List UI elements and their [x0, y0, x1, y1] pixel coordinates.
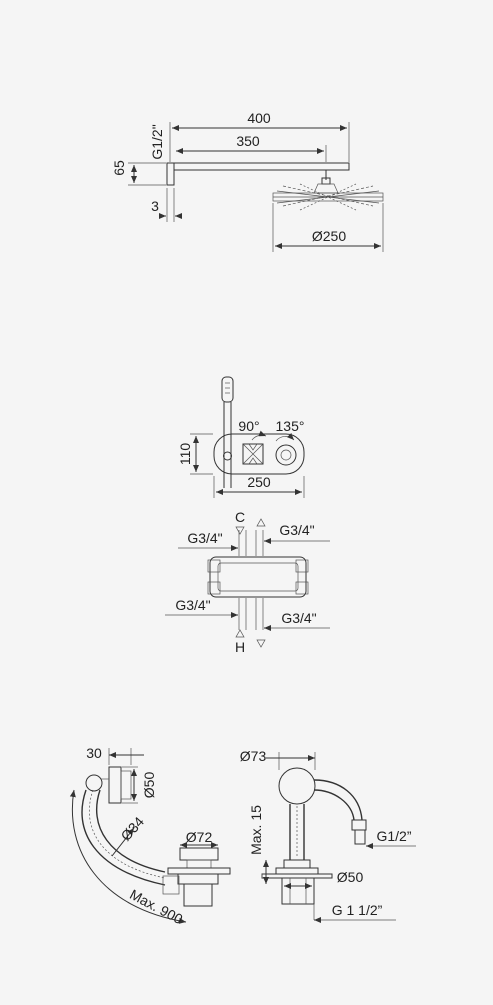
dim-350-label: 350: [236, 133, 260, 149]
g34-bottom-left-label: G3/4": [175, 597, 210, 613]
drain-cap: [179, 847, 219, 861]
dim-72-label: Ø72: [186, 829, 213, 845]
dim-3-label: 3: [151, 198, 159, 214]
g34-bottom-right-label: G3/4": [281, 610, 316, 626]
g-1-1-2-label: G 1 1/2”: [332, 902, 383, 918]
dim-400-label: 400: [247, 110, 271, 126]
g34-top-right-label: G3/4": [279, 522, 314, 538]
in-wall-box: [209, 556, 307, 598]
angle-135-label: 135°: [276, 418, 305, 434]
max-15-label: Max. 15: [248, 805, 264, 855]
overflow-plate: [108, 766, 122, 804]
wall-flange: [166, 162, 175, 186]
bath-waste-drawing: 30 Ø50 Ø34 Ø72 Max. 900: [69, 745, 231, 927]
round-knob: [275, 444, 297, 466]
drain-side-view-drawing: Ø73 Max. 15 G1/2” Ø50 G 1 1/2”: [240, 748, 416, 923]
drain-waste: [281, 877, 315, 905]
cross-handle: [242, 443, 264, 465]
hand-shower: [221, 376, 234, 403]
dim-34-label: Ø34: [117, 813, 147, 844]
g-half-label: G1/2": [149, 124, 165, 159]
dim-30-label: 30: [86, 745, 102, 761]
drain-body: [183, 883, 213, 907]
max-900-arc: [69, 789, 187, 924]
dim-250-width-label: 250: [247, 474, 271, 490]
overflow-ball: [278, 767, 316, 805]
mixer-plate: [213, 433, 305, 475]
shower-arm-drawing: G1/2" 400 350 65 3 Ø250: [111, 110, 384, 252]
hot-h-label: H: [235, 639, 245, 655]
mixer-plate-drawing: 90° 135° 110 250: [177, 376, 305, 498]
dim-65-label: 65: [111, 160, 127, 176]
dim-50-overflow-label: Ø50: [141, 772, 157, 799]
cold-c-label: C: [235, 509, 245, 525]
dim-50-drain-label: Ø50: [337, 869, 364, 885]
dim-110-label: 110: [177, 443, 193, 466]
dim-73-label: Ø73: [240, 748, 267, 764]
g34-top-left-label: G3/4": [187, 530, 222, 546]
g-half-valve-label: G1/2”: [376, 828, 411, 844]
dim-250-diameter-label: Ø250: [312, 228, 346, 244]
shower-arm: [173, 162, 350, 171]
angle-90-label: 90°: [238, 418, 259, 434]
shower-head: [272, 183, 384, 211]
in-wall-box-drawing: G3/4" C G3/4" G3/4" H G3/4": [165, 509, 330, 655]
